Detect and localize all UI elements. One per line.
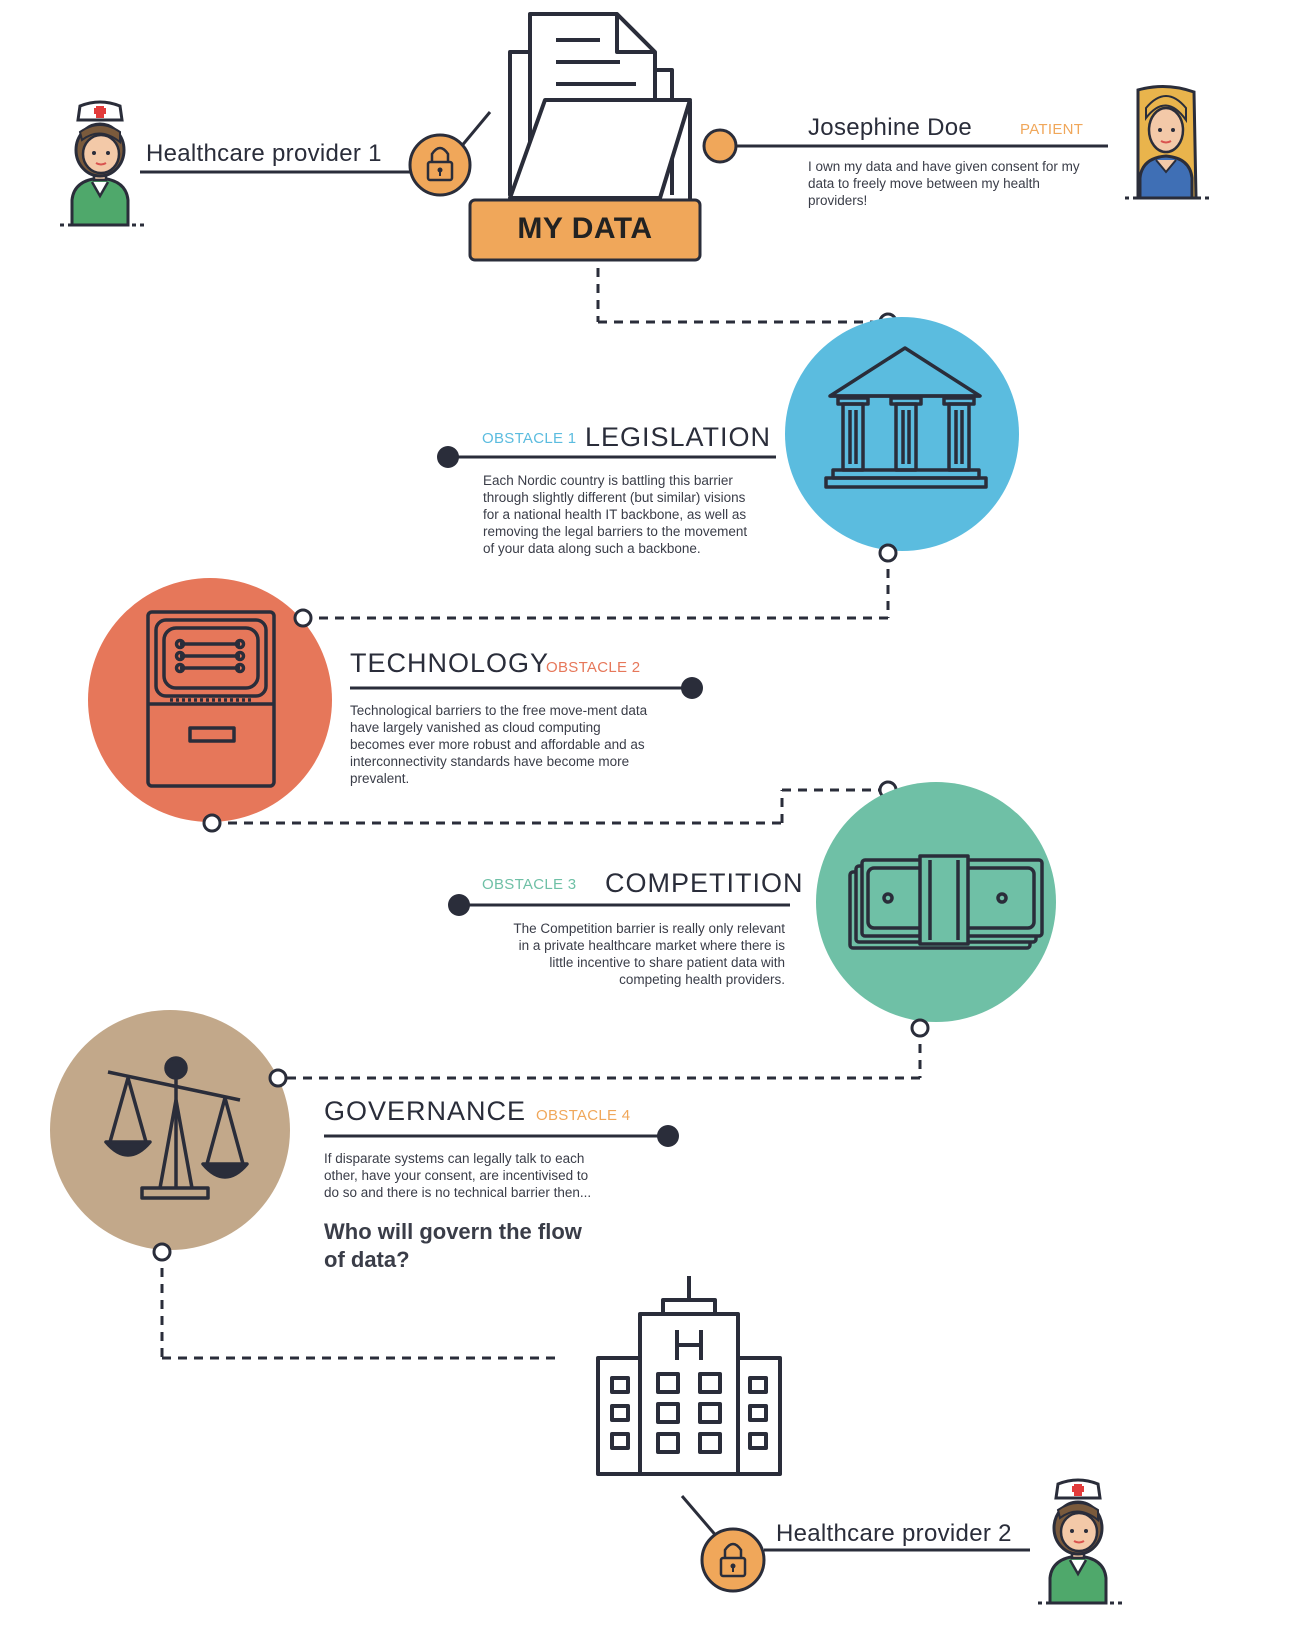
my-data-box (468, 198, 702, 262)
patient-woman-icon (1125, 85, 1210, 200)
obstacle4-tag: OBSTACLE 4 (536, 1107, 631, 1124)
obstacle2-title: TECHNOLOGY (350, 648, 550, 678)
courthouse-icon (824, 346, 988, 489)
provider1-nurse-icon (60, 100, 148, 227)
patient-name: Josephine Doe (808, 114, 973, 141)
obstacle3-title: COMPETITION (605, 868, 804, 898)
obstacle2-tag: OBSTACLE 2 (546, 659, 641, 676)
scales-icon (104, 1056, 249, 1200)
obstacle1-tag: OBSTACLE 1 (482, 430, 577, 447)
obstacle4-text: If disparate systems can legally talk to… (324, 1151, 592, 1200)
provider2-nurse-icon (1038, 1478, 1126, 1605)
provider1-lock-icon (408, 111, 492, 197)
obstacle1-text: Each Nordic country is battling this bar… (483, 473, 748, 556)
patient-connector-dot (702, 128, 738, 164)
money-stack-icon (848, 854, 1044, 950)
patient-role: PATIENT (1020, 121, 1084, 138)
document-folder-icon (508, 12, 692, 200)
governance-question: Who will govern the flow of data? (324, 1219, 582, 1272)
dashed-connector (160, 268, 922, 1360)
my-data-label: MY DATA (517, 212, 653, 245)
obstacle3-text: The Competition barrier is really only r… (513, 921, 785, 987)
obstacle1-title: LEGISLATION (585, 422, 772, 452)
obstacle4-title: GOVERNANCE (324, 1096, 527, 1126)
provider2-name: Healthcare provider 2 (776, 1520, 1012, 1547)
hospital-building-icon (596, 1276, 782, 1476)
obstacle2-text: Technological barriers to the free move-… (350, 703, 648, 786)
obstacle3-tag: OBSTACLE 3 (482, 876, 577, 893)
server-computer-icon (146, 610, 276, 788)
provider1-name: Healthcare provider 1 (146, 140, 382, 167)
provider2-lock-icon (680, 1495, 766, 1593)
patient-statement: I own my data and have given consent for… (808, 159, 1080, 208)
